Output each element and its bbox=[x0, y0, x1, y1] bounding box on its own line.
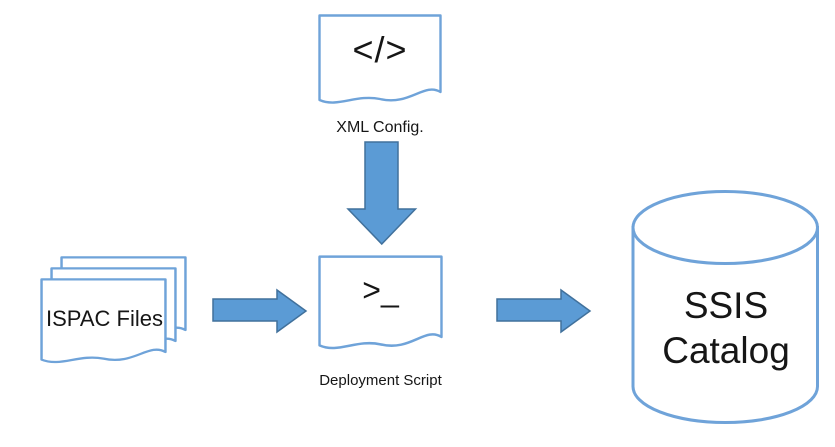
ispac-files-label: ISPAC Files bbox=[46, 306, 163, 331]
deployment-script-label: Deployment Script bbox=[319, 372, 442, 389]
ssis-catalog-label: SSIS Catalog bbox=[662, 285, 790, 371]
database-cylinder-icon bbox=[631, 190, 819, 424]
arrow-right-icon bbox=[496, 288, 592, 334]
xml-config-label: XML Config. bbox=[336, 119, 424, 136]
arrow-down-icon bbox=[346, 141, 418, 246]
command-prompt-icon: >_ bbox=[362, 272, 399, 308]
arrow-right-icon bbox=[212, 288, 308, 334]
deployment-script-document-icon bbox=[318, 255, 443, 350]
ispac-document-front-icon bbox=[40, 278, 167, 364]
code-tag-icon: </> bbox=[352, 29, 408, 70]
xml-config-document-icon bbox=[318, 14, 442, 104]
